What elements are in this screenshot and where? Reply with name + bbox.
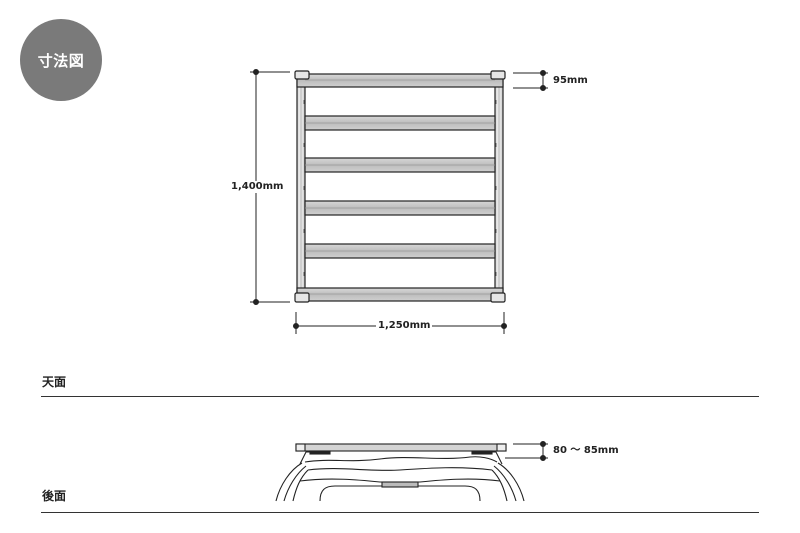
rack-height-dimension-label: 80 〜 85mm [553, 445, 619, 457]
crossbars [296, 73, 504, 302]
dimension-diagram-badge: 寸法図 [20, 19, 102, 101]
rear-view-vehicle [275, 443, 525, 502]
section-divider-rear-view [41, 512, 759, 513]
roof-rack-top-view [294, 70, 506, 303]
bar-width-dimension-label: 95mm [553, 75, 588, 87]
section-label-top-view: 天面 [42, 375, 67, 389]
bar-width-dimension-line [513, 70, 548, 91]
badge-label: 寸法図 [37, 51, 85, 70]
section-label-rear-view: 後面 [42, 489, 67, 503]
section-divider-top-view [41, 396, 759, 397]
rack-height-dimension-line [505, 441, 548, 461]
corner-caps [294, 70, 506, 303]
height-dimension-label: 1,400mm [231, 181, 284, 193]
width-dimension-label: 1,250mm [376, 320, 433, 332]
